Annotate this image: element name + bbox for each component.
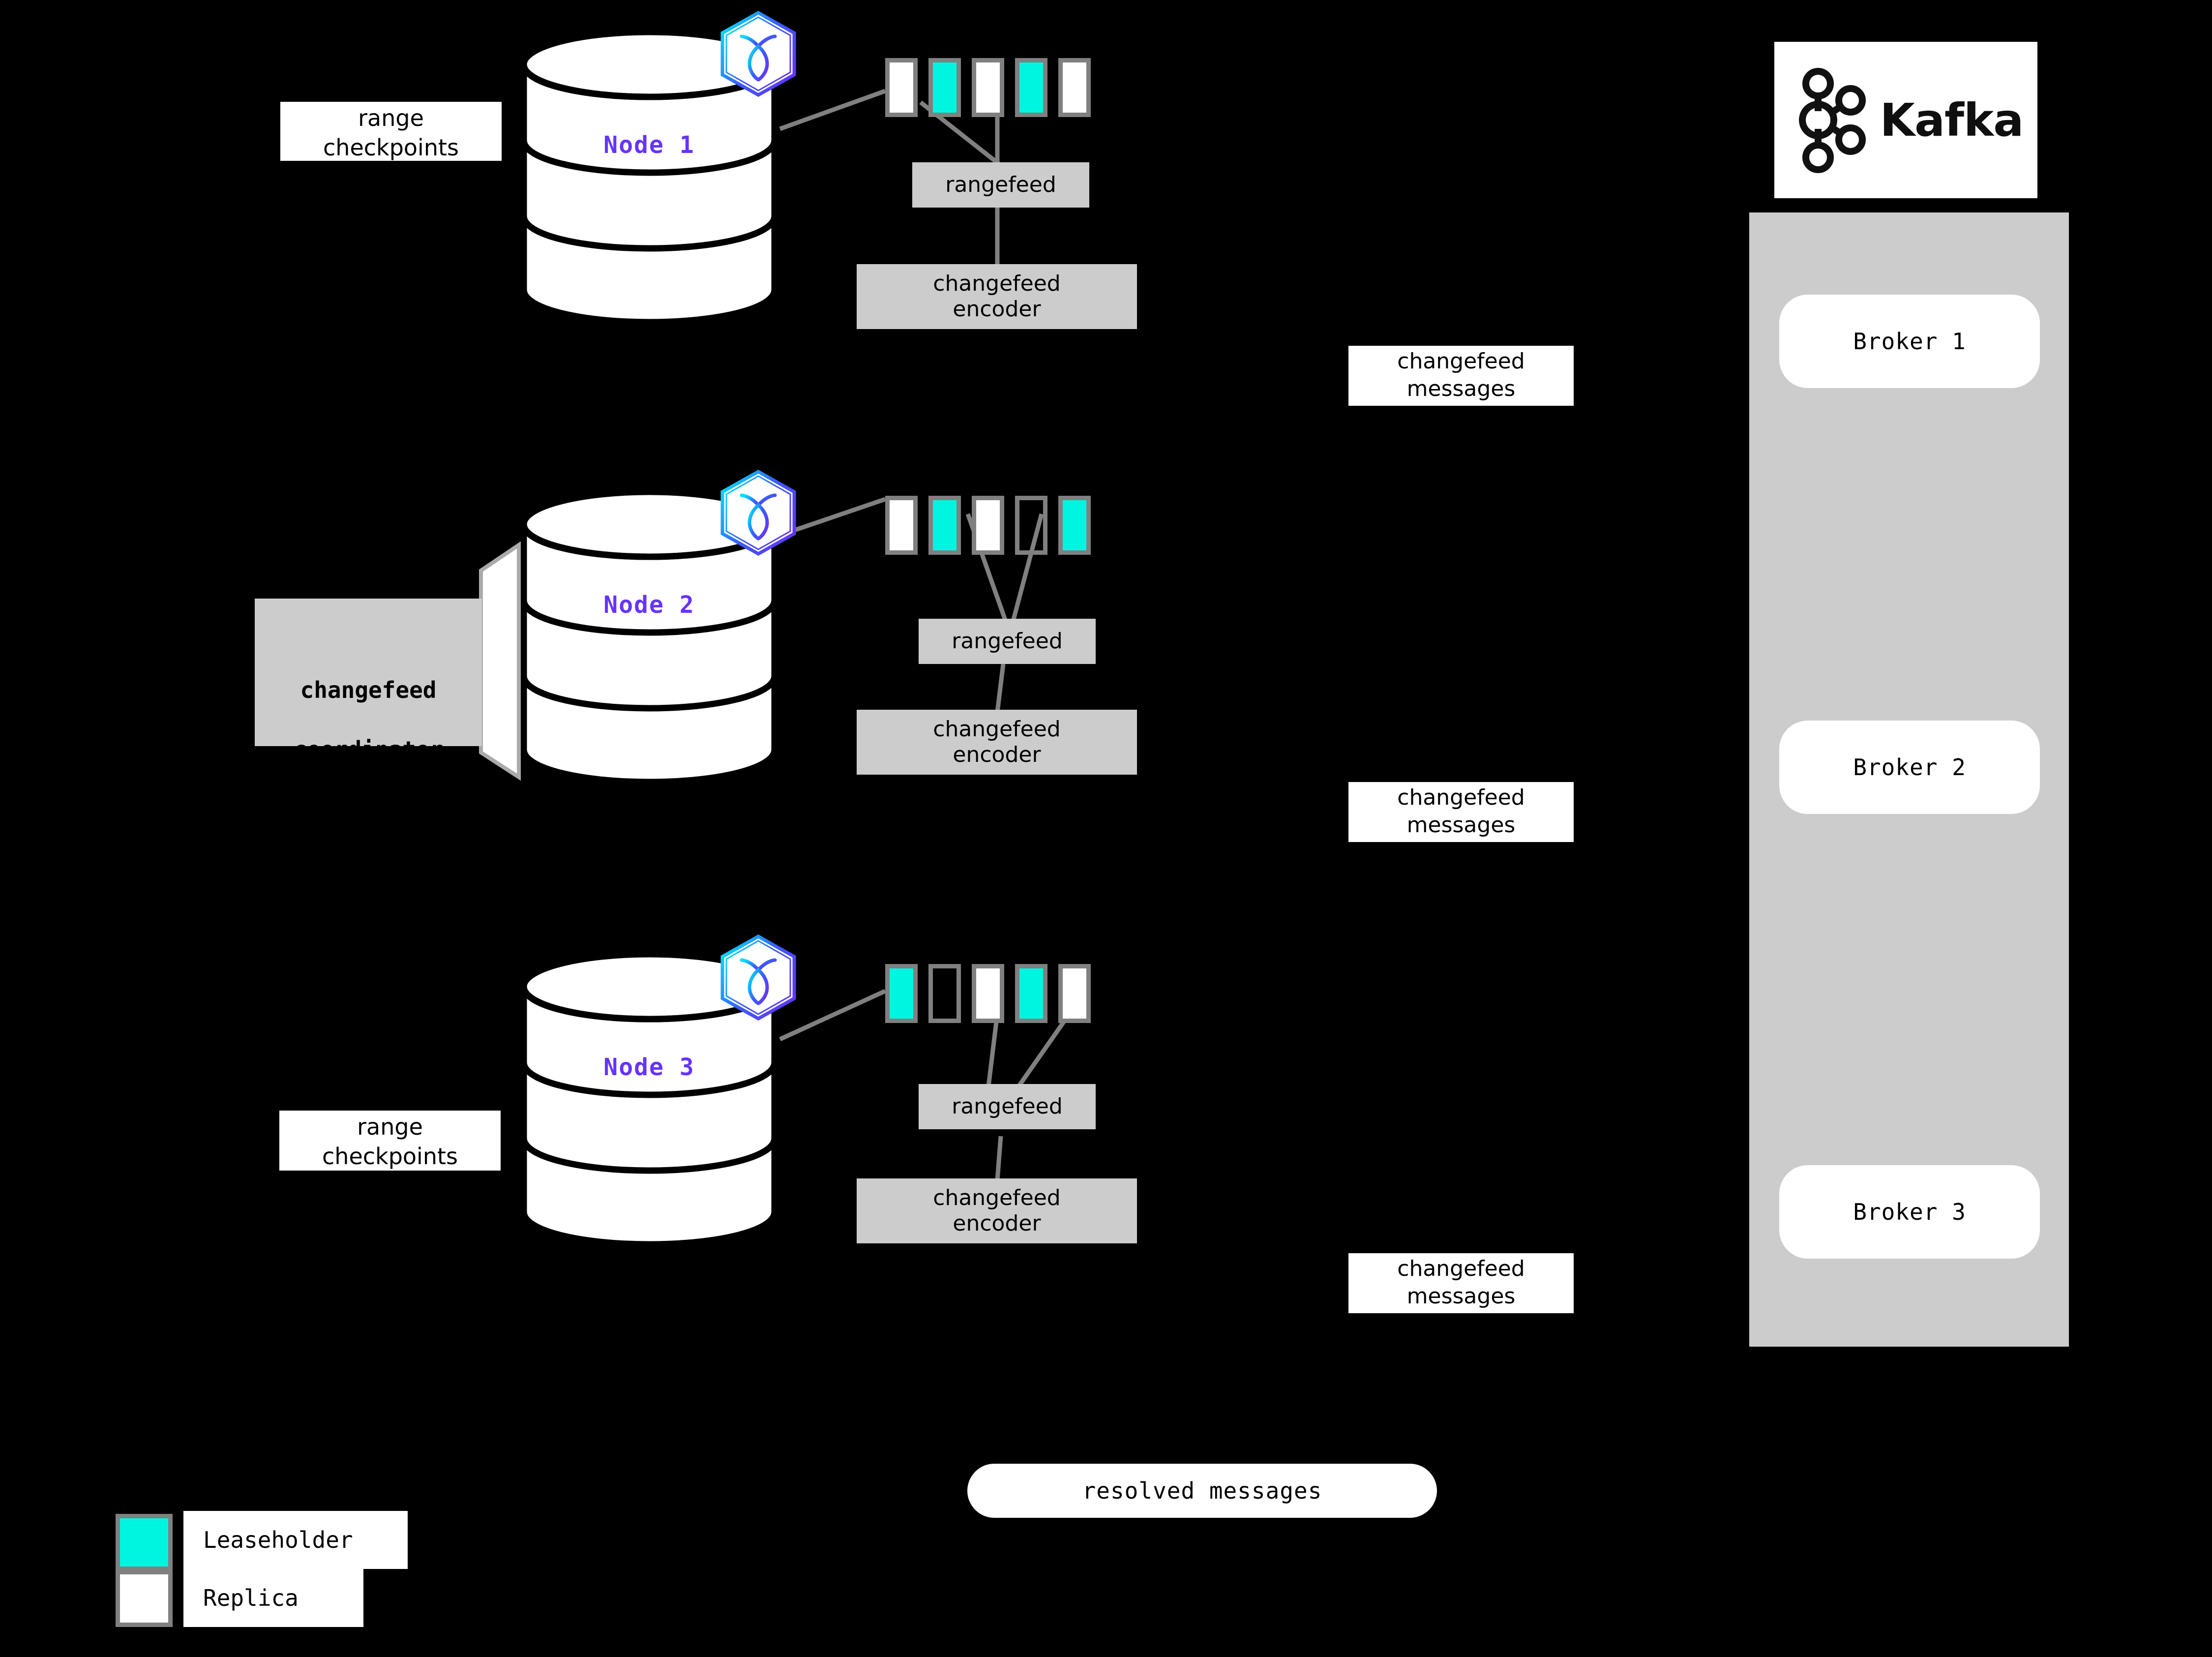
- kafka-logo-box: Kafka: [1774, 42, 2037, 198]
- legend-swatch-replica: [116, 1570, 173, 1627]
- rangefeed-box-2: rangefeed: [919, 619, 1096, 664]
- broker-3[interactable]: Broker 3: [1779, 1165, 2040, 1259]
- encoder-line-2: encoder: [953, 1211, 1041, 1236]
- replica-box: [1058, 964, 1091, 1023]
- changefeed-messages-line-1: changefeed: [1397, 785, 1525, 810]
- changefeed-messages-line-1: changefeed: [1397, 1256, 1525, 1281]
- legend-label-replica: Replica: [183, 1569, 363, 1627]
- node-label-3: Node 3: [603, 1054, 695, 1081]
- encoder-line-1: changefeed: [933, 1185, 1061, 1211]
- coordinator-line-1: changefeed: [300, 676, 437, 703]
- node-label-2: Node 2: [603, 591, 695, 619]
- encoder-line-2: encoder: [953, 742, 1041, 767]
- changefeed-messages-line-2: messages: [1406, 1284, 1516, 1309]
- changefeed-encoder-box-1: changefeed encoder: [857, 264, 1137, 329]
- replica-row-1: [885, 58, 1091, 117]
- changefeed-messages-label-1: changefeed messages: [1348, 346, 1574, 406]
- broker-1[interactable]: Broker 1: [1779, 295, 2040, 388]
- changefeed-encoder-box-3: changefeed encoder: [857, 1178, 1137, 1243]
- kafka-cluster-panel: Broker 1 Broker 2 Broker 3: [1749, 212, 2069, 1347]
- legend-swatch-leaseholder: [116, 1514, 173, 1571]
- changefeed-encoder-box-2: changefeed encoder: [857, 710, 1137, 775]
- node-label-1: Node 1: [603, 131, 695, 159]
- rangefeed-box-1: rangefeed: [912, 162, 1089, 208]
- changefeed-coordinator-label: changefeed coordinator: [255, 645, 482, 795]
- replica-box: [1015, 58, 1047, 117]
- changefeed-messages-line-2: messages: [1406, 376, 1516, 402]
- replica-box: [972, 496, 1004, 555]
- changefeed-messages-line-1: changefeed: [1397, 349, 1525, 374]
- changefeed-coordinator-callout: changefeed coordinator: [246, 536, 551, 782]
- replica-row-2: [885, 496, 1091, 555]
- kafka-logo-icon: [1798, 68, 1866, 173]
- cockroachdb-logo-1: [719, 11, 798, 97]
- encoder-line-1: changefeed: [933, 717, 1061, 742]
- range-checkpoints-label-3: range checkpoints: [279, 1111, 501, 1171]
- legend-label-leaseholder: Leaseholder: [183, 1511, 408, 1569]
- changefeed-messages-label-3: changefeed messages: [1348, 1253, 1574, 1313]
- replica-box: [928, 496, 961, 555]
- encoder-line-1: changefeed: [933, 271, 1061, 297]
- rangefeed-box-3: rangefeed: [919, 1084, 1096, 1129]
- broker-2[interactable]: Broker 2: [1779, 721, 2040, 814]
- cockroachdb-logo-2: [719, 470, 798, 556]
- replica-box: [972, 964, 1004, 1023]
- range-checkpoints-line-2: checkpoints: [322, 1143, 458, 1170]
- node-cylinder-1: Node 1: [519, 27, 779, 327]
- range-checkpoints-label-1: range checkpoints: [280, 102, 502, 161]
- replica-row-3: [885, 964, 1091, 1023]
- replica-box: [928, 964, 961, 1023]
- node-cylinder-2: Node 2: [519, 487, 779, 787]
- changefeed-messages-line-2: messages: [1406, 813, 1516, 838]
- replica-box: [885, 58, 918, 117]
- coordinator-line-2: coordinator: [293, 736, 444, 763]
- range-checkpoints-line-2: checkpoints: [323, 134, 459, 161]
- node-cylinder-3: Node 3: [519, 949, 779, 1249]
- replica-box: [1058, 496, 1091, 555]
- range-checkpoints-line-1: range: [358, 105, 424, 131]
- replica-box: [1058, 58, 1091, 117]
- replica-box: [1015, 496, 1047, 555]
- replica-box: [928, 58, 961, 117]
- replica-box: [1015, 964, 1047, 1023]
- cockroachdb-logo-3: [719, 934, 798, 1021]
- replica-box: [885, 496, 918, 555]
- resolved-messages-pill: resolved messages: [967, 1464, 1437, 1518]
- changefeed-messages-label-2: changefeed messages: [1348, 782, 1574, 842]
- kafka-wordmark: Kafka: [1880, 93, 2024, 147]
- replica-box: [885, 964, 918, 1023]
- replica-box: [972, 58, 1004, 117]
- encoder-line-2: encoder: [953, 297, 1041, 322]
- range-checkpoints-line-1: range: [357, 1114, 423, 1140]
